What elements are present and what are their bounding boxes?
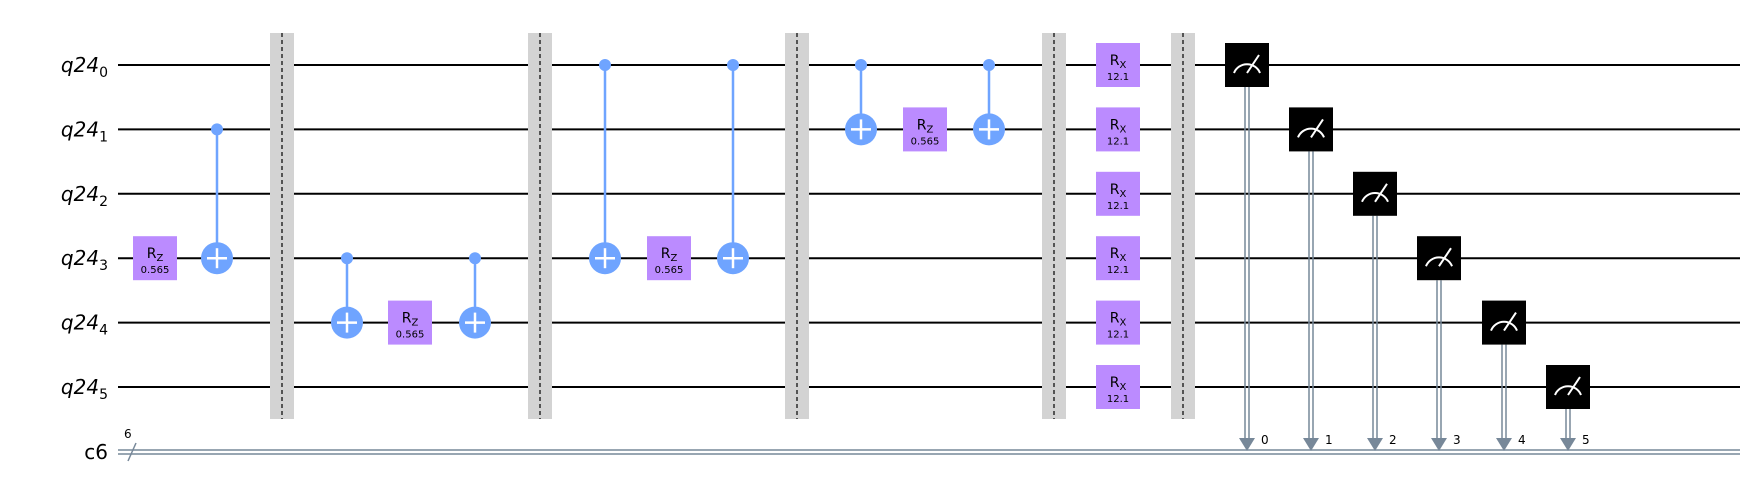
meter-icon-arc-22 [1233,63,1261,74]
meter-icon-arc-23 [1297,127,1325,138]
rx-gate-label-15: RX [1110,53,1127,71]
rx-gate-param-19: 12.1 [1107,330,1129,341]
qubit-label-2: q242 [61,182,108,210]
measure-bit-label-23: 1 [1325,433,1333,447]
rz-gate-param-12: 0.565 [911,136,940,147]
classical-register-label: c6 [84,440,108,464]
rz-gate-label-0: RZ [147,246,164,264]
rx-gate-18 [1096,236,1140,281]
meter-icon-arc-27 [1554,385,1582,396]
qubit-label-0: q240 [61,53,108,81]
meter-icon-needle-23 [1310,118,1324,138]
cx-control-dot-13 [983,59,995,71]
rx-gate-param-20: 12.1 [1107,394,1129,405]
rz-gate-param-0: 0.565 [141,265,170,276]
cx-control-dot-1 [211,123,223,136]
rx-gate-param-17: 12.1 [1107,201,1129,212]
measure-bit-label-26: 4 [1518,433,1526,447]
meter-icon-needle-26 [1503,312,1517,332]
cx-control-dot-11 [855,59,867,71]
rz-gate-4 [388,300,432,345]
measure-bit-label-27: 5 [1582,433,1590,447]
measure-arrow-26 [1496,438,1512,451]
classical-register-size: 6 [124,427,132,441]
rx-gate-param-15: 12.1 [1107,72,1129,83]
rx-gate-param-16: 12.1 [1107,136,1129,147]
rx-gate-16 [1096,107,1140,152]
operations-layer: RZ0.565RZ0.565RZ0.565RZ0.565RX12.1RX12.1… [133,33,1590,451]
meter-icon-arc-25 [1425,256,1453,267]
rz-gate-8 [647,236,691,281]
measure-arrow-25 [1431,438,1447,451]
rx-gate-label-18: RX [1110,246,1127,264]
rx-gate-label-17: RX [1110,182,1127,200]
measure-bit-label-25: 3 [1453,433,1461,447]
cx-control-dot-9 [727,59,739,71]
measure-bit-label-22: 0 [1261,433,1269,447]
measure-arrow-24 [1367,438,1383,451]
rx-gate-label-16: RX [1110,117,1127,135]
meter-icon-needle-25 [1438,247,1452,267]
cx-control-dot-7 [599,59,611,71]
rz-gate-label-8: RZ [661,246,678,264]
rz-gate-label-4: RZ [402,311,419,329]
measure-bit-label-24: 2 [1389,433,1397,447]
rx-gate-15 [1096,43,1140,87]
qubit-label-4: q244 [61,311,108,339]
rz-gate-12 [903,107,947,152]
measure-arrow-27 [1560,438,1576,451]
rz-gate-label-12: RZ [917,117,934,135]
cx-control-dot-5 [469,252,481,265]
measure-arrow-23 [1303,438,1319,451]
rz-gate-param-8: 0.565 [655,265,684,276]
cx-control-dot-3 [341,252,353,265]
meter-icon-arc-24 [1361,192,1389,203]
rz-gate-0 [133,236,177,281]
meter-icon-needle-22 [1246,54,1260,74]
rx-gate-param-18: 12.1 [1107,265,1129,276]
classical-bus-slash [127,442,137,462]
qubit-label-5: q245 [61,375,108,403]
rz-gate-param-4: 0.565 [396,330,425,341]
qubit-label-3: q243 [61,246,108,274]
qubit-label-1: q241 [61,117,108,145]
meter-icon-arc-26 [1490,320,1518,332]
meter-icon-needle-27 [1567,376,1581,396]
rx-gate-17 [1096,171,1140,216]
register-labels: q240 q241 q242 q243 q244 q245 6 c6 [61,53,132,464]
rx-gate-20 [1096,365,1140,409]
rx-gate-label-19: RX [1110,311,1127,329]
rx-gate-label-20: RX [1110,375,1127,393]
meter-icon-needle-24 [1374,183,1388,203]
rx-gate-19 [1096,300,1140,345]
measure-arrow-22 [1239,438,1255,451]
